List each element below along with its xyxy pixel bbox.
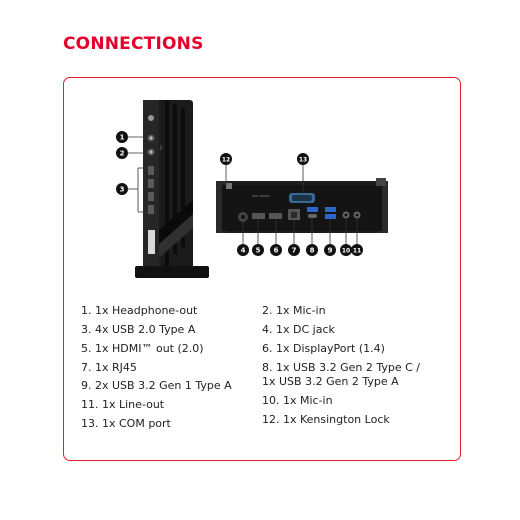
svg-text:11: 11 — [353, 248, 361, 255]
callout-6: 6 — [270, 244, 282, 256]
svg-text:5: 5 — [256, 247, 261, 255]
callout-12: 12 — [220, 153, 232, 165]
spec-item: 9. 2x USB 3.2 Gen 1 Type A — [81, 379, 232, 392]
spec-item: 5. 1x HDMI™ out (2.0) — [81, 342, 204, 355]
svg-text:2: 2 — [120, 150, 125, 158]
svg-text:6: 6 — [274, 247, 279, 255]
callout-8: 8 — [306, 244, 318, 256]
spec-item: 12. 1x Kensington Lock — [262, 413, 390, 426]
svg-text:7: 7 — [292, 247, 297, 255]
callout-9: 9 — [324, 244, 336, 256]
callout-5: 5 — [252, 244, 264, 256]
callout-11: 11 — [351, 244, 363, 256]
spec-item: 11. 1x Line-out — [81, 398, 165, 411]
spec-item: 2. 1x Mic-in — [262, 304, 326, 317]
spec-item: 3. 4x USB 2.0 Type A — [81, 323, 196, 336]
spec-item: 7. 1x RJ45 — [81, 361, 137, 374]
rear-brand-label: PRO SERIES — [252, 194, 270, 198]
tower-brand-label: PRO — [159, 145, 163, 150]
svg-text:8: 8 — [310, 247, 315, 255]
spec-item: 4. 1x DC jack — [262, 323, 335, 336]
callout-10: 10 — [340, 244, 352, 256]
spec-item: 13. 1x COM port — [81, 417, 171, 430]
rear-panel: PRO SERIES — [216, 178, 388, 233]
connections-card — [63, 77, 461, 461]
callout-3: 3 — [116, 183, 128, 195]
callout-2: 2 — [116, 147, 128, 159]
svg-text:13: 13 — [299, 157, 307, 164]
svg-text:4: 4 — [241, 247, 246, 255]
callout-1: 1 — [116, 131, 128, 143]
spec-item: 8. 1x USB 3.2 Gen 2 Type C / 1x USB 3.2 … — [262, 361, 420, 388]
svg-text:1: 1 — [120, 134, 125, 142]
callout-13: 13 — [297, 153, 309, 165]
svg-text:12: 12 — [222, 157, 230, 164]
spec-item: 1. 1x Headphone-out — [81, 304, 198, 317]
callout-7: 7 — [288, 244, 300, 256]
page-title: CONNECTIONS — [63, 34, 204, 54]
svg-text:10: 10 — [342, 248, 350, 255]
svg-text:9: 9 — [328, 247, 333, 255]
callout-4: 4 — [237, 244, 249, 256]
spec-item: 6. 1x DisplayPort (1.4) — [262, 342, 385, 355]
svg-text:3: 3 — [120, 186, 125, 194]
tower-pc: PRO — [135, 100, 209, 278]
spec-item: 10. 1x Mic-in — [262, 394, 333, 407]
